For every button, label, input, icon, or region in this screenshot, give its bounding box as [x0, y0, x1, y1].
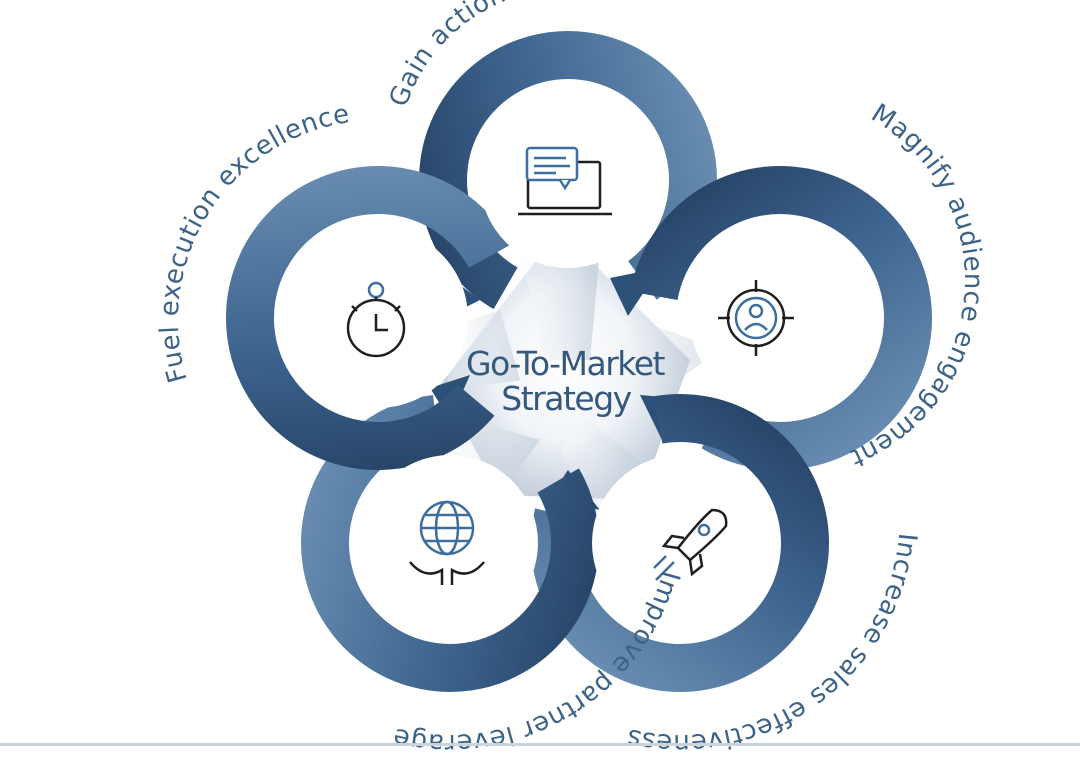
center-title-line1: Go-To-Market [466, 344, 666, 383]
icon-disc-sales [592, 455, 768, 631]
globe-hands-icon [409, 500, 485, 585]
rocket-icon [653, 508, 728, 581]
icon-disc-execution [288, 228, 468, 408]
center-title-line2: Strategy [501, 379, 631, 418]
target-person-icon [718, 280, 794, 356]
icon-disc-engagement [690, 228, 870, 408]
stopwatch-icon [346, 281, 406, 358]
bottom-divider [0, 743, 1080, 746]
icon-disc-partner [362, 455, 538, 631]
laptop-chat-icon [518, 146, 612, 216]
